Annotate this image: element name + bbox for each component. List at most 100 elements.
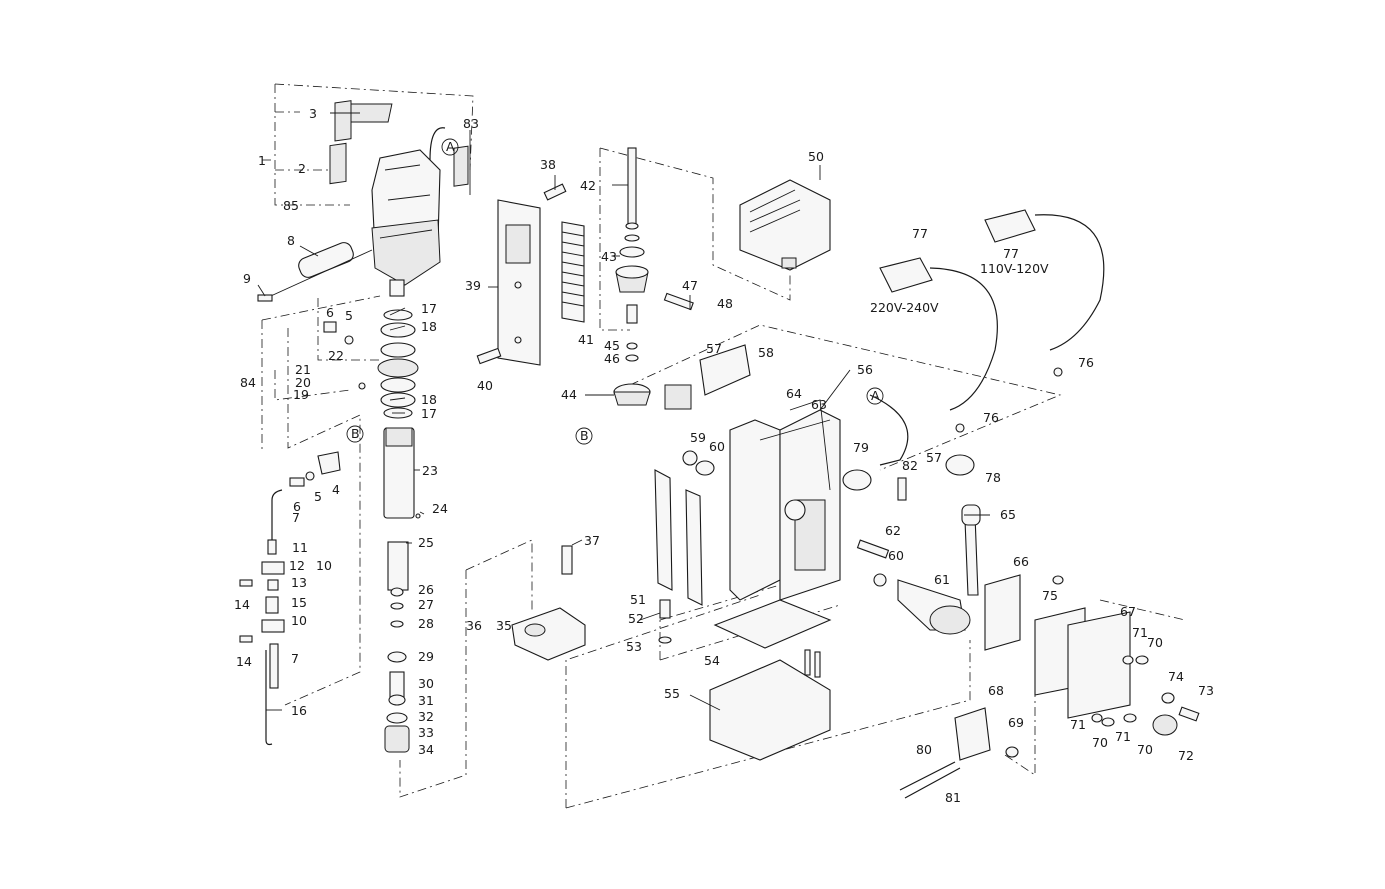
callout-label: 79: [853, 440, 869, 455]
callout-label: 8: [287, 233, 295, 248]
callout-label: 14: [236, 654, 252, 669]
side-rails: [654, 450, 715, 644]
callout-label: 36: [466, 618, 482, 633]
callout-label: 71: [1070, 717, 1086, 732]
callout-label: 67: [1120, 604, 1136, 619]
callout-circle-cA2: [866, 387, 884, 405]
callout-label: B: [351, 426, 360, 441]
callout-label: 77: [1003, 246, 1019, 261]
callout-label: 82: [902, 458, 918, 473]
callout-label: 44: [561, 387, 577, 402]
callout-label: 52: [628, 611, 644, 626]
callout-label: 26: [418, 582, 434, 597]
callout-label: 20: [295, 375, 311, 390]
callout-label: 80: [916, 742, 932, 757]
slide-rack: [476, 183, 585, 366]
callout-label: 70: [1147, 635, 1163, 650]
leader-lines: [257, 112, 990, 711]
callout-label: 83: [463, 116, 479, 131]
callout-label: 75: [1042, 588, 1058, 603]
callout-label: 54: [704, 653, 720, 668]
callout-label: 65: [1000, 507, 1016, 522]
callout-label: B: [580, 428, 589, 443]
callout-label: 42: [580, 178, 596, 193]
callout-label: 6: [326, 305, 334, 320]
callout-label: 2: [298, 161, 306, 176]
callout-label: 76: [983, 410, 999, 425]
callout-label: 40: [477, 378, 493, 393]
callout-label: 69: [1008, 715, 1024, 730]
callout-label: 28: [418, 616, 434, 631]
callout-label: 16: [291, 703, 307, 718]
callout-label: 41: [578, 332, 594, 347]
callout-label: A: [871, 388, 880, 403]
callout-label: 61: [934, 572, 950, 587]
callout-label: 15: [291, 595, 307, 610]
callout-circle-cB2: [575, 427, 593, 445]
callout-label: 66: [1013, 554, 1029, 569]
callout-label: 22: [328, 348, 344, 363]
callout-label: 19: [293, 387, 309, 402]
callout-label: 76: [1078, 355, 1094, 370]
callout-label: 56: [857, 362, 873, 377]
callout-label: 85: [283, 198, 299, 213]
callout-label: 71: [1132, 625, 1148, 640]
callout-label: 17: [421, 406, 437, 421]
callout-label: 29: [418, 649, 434, 664]
callout-label: 25: [418, 535, 434, 550]
callout-label: 37: [584, 533, 600, 548]
callout-label: 21: [295, 362, 311, 377]
callout-label: 63: [811, 397, 827, 412]
power-cords: [842, 209, 1105, 501]
stand-frame: [699, 344, 841, 761]
callout-label: 1: [258, 153, 266, 168]
callout-label: 38: [540, 157, 556, 172]
callout-label: 43: [601, 249, 617, 264]
callout-label: 220V-240V: [870, 300, 939, 315]
callout-label: 48: [717, 296, 733, 311]
callout-label: 35: [496, 618, 512, 633]
callout-label: 30: [418, 676, 434, 691]
callout-label: 18: [421, 392, 437, 407]
callout-label: 74: [1168, 669, 1184, 684]
callout-label: 39: [465, 278, 481, 293]
callout-label: 64: [786, 386, 802, 401]
callout-label: 14: [234, 597, 250, 612]
callout-label: 68: [988, 683, 1004, 698]
callout-label: 9: [243, 271, 251, 286]
callout-label: 57: [926, 450, 942, 465]
callout-label: 78: [985, 470, 1001, 485]
callout-label: 7: [292, 510, 300, 525]
callout-label: 5: [345, 308, 353, 323]
callout-label: 70: [1137, 742, 1153, 757]
callout-label: 23: [422, 463, 438, 478]
callout-label: 27: [418, 597, 434, 612]
callout-label: 60: [709, 439, 725, 454]
callout-label: 10: [291, 613, 307, 628]
callout-label: 71: [1115, 729, 1131, 744]
callout-label: 45: [604, 338, 620, 353]
callout-label: 10: [316, 558, 332, 573]
switch-assembly: [899, 574, 1200, 799]
switch-box: [739, 179, 831, 271]
callout-label: 70: [1092, 735, 1108, 750]
callout-label: 7: [291, 651, 299, 666]
callout-label: 6: [293, 499, 301, 514]
callout-label: A: [446, 139, 455, 154]
callout-label: 50: [808, 149, 824, 164]
callout-label: 62: [885, 523, 901, 538]
callout-label: 46: [604, 351, 620, 366]
callout-label: 73: [1198, 683, 1214, 698]
callout-label: 72: [1178, 748, 1194, 763]
callout-label: 60: [888, 548, 904, 563]
callout-label: 32: [418, 709, 434, 724]
callout-label: 4: [332, 482, 340, 497]
callout-label: 34: [418, 742, 434, 757]
feed-handle: [856, 504, 981, 635]
callout-label: 51: [630, 592, 646, 607]
callout-label: 24: [432, 501, 448, 516]
callout-circle-cA1: [441, 138, 459, 156]
callout-label: 47: [682, 278, 698, 293]
callout-label: 81: [945, 790, 961, 805]
